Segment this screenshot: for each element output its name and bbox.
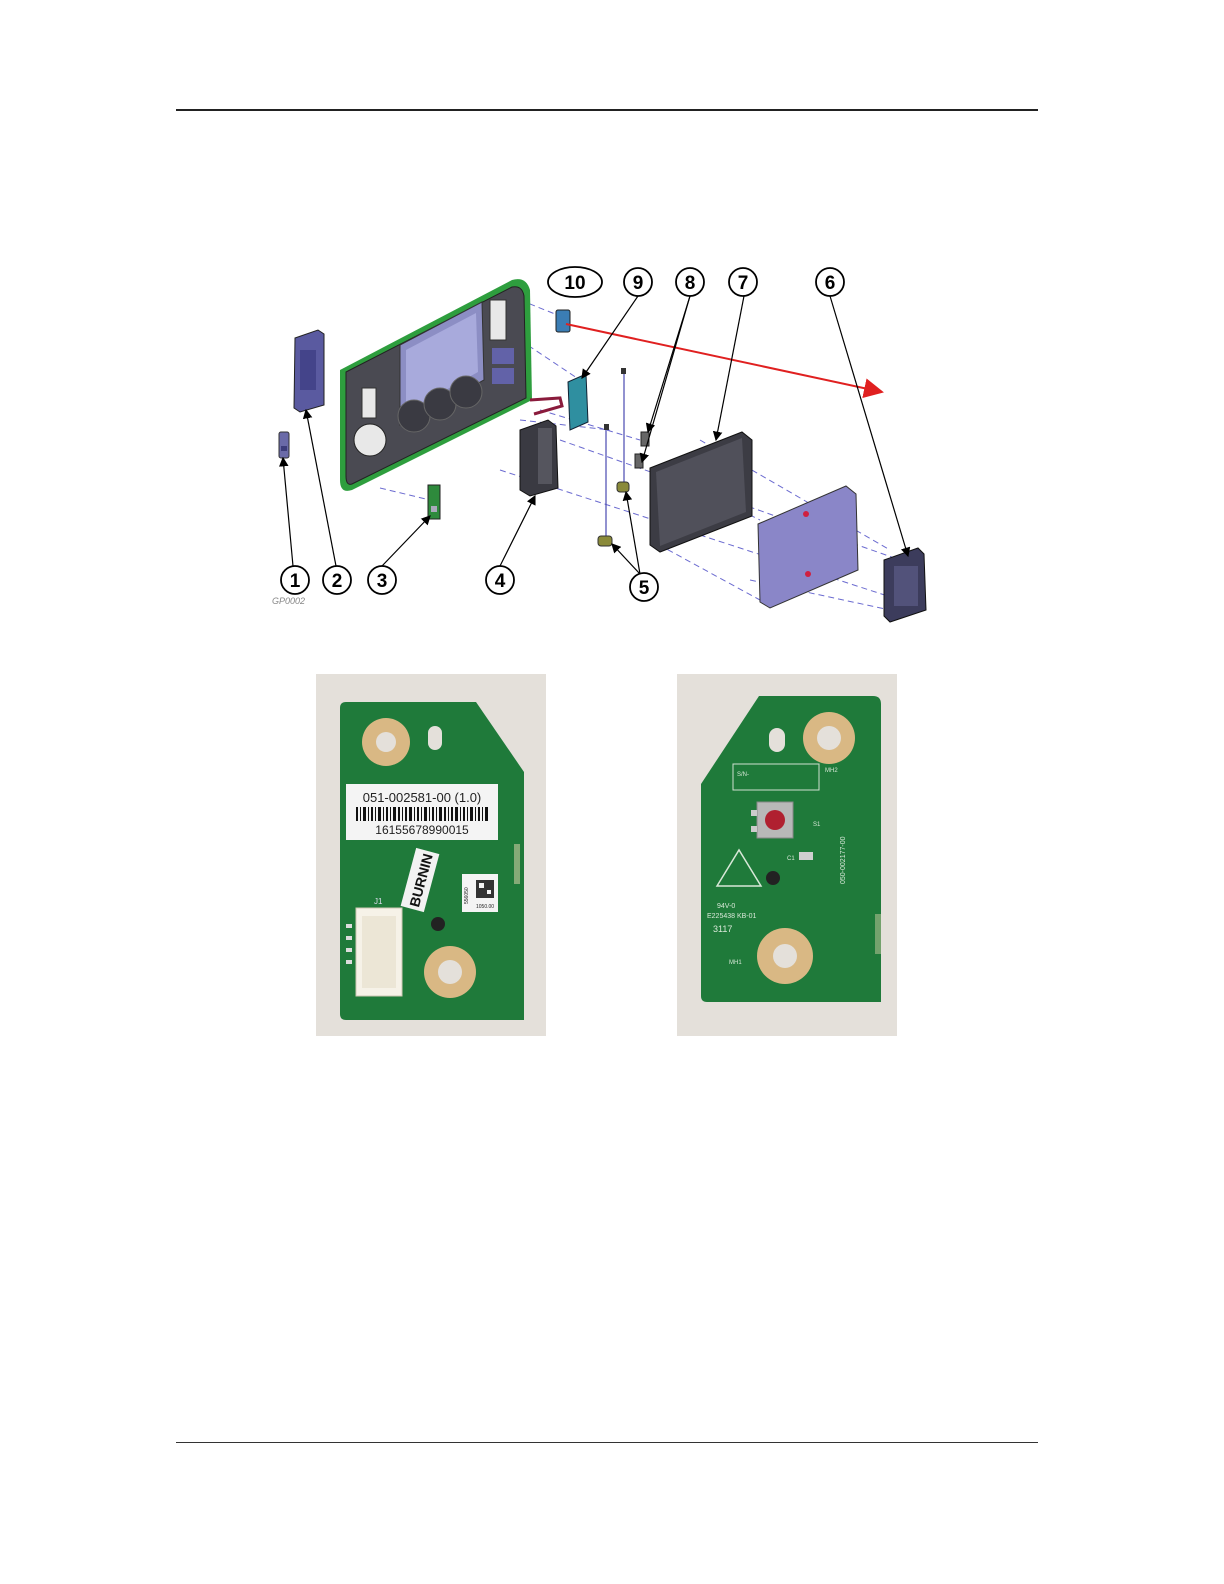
callout-10: 10 [548,267,602,297]
cap-c1 [799,852,813,860]
footer-rule [176,1442,1038,1443]
callout-4-label: 4 [495,571,506,592]
assembly-direction-arrow [566,324,882,392]
vertical-screw-guides [606,372,624,540]
qr-text-2: 1050.00 [476,904,494,910]
board-code: 050-002177-00 [840,836,847,884]
callout-9: 9 [624,268,652,296]
serial-box-label: S/N- [737,772,749,778]
part-1-small-board [279,432,289,458]
part-4-module [520,420,558,496]
part-9-board [568,374,588,430]
callout-1: 1 [281,566,309,594]
switch-ref: S1 [813,822,821,828]
pcb-back-illustration: S/N- MH2 S1 C1 050-002177-00 94V-0 E2254… [677,674,897,1036]
callout-8: 8 [676,268,704,296]
part-10-small-part [556,310,570,332]
callout-3: 3 [368,566,396,594]
mounting-plate [758,486,858,608]
date-code: 3117 [713,924,732,934]
qr-text-1: 556050 [464,887,470,904]
callout-10-label: 10 [564,273,585,294]
rating-text: 94V-0 [717,903,735,910]
callout-7-label: 7 [738,273,749,294]
callout-4: 4 [486,566,514,594]
callout-2: 2 [323,566,351,594]
mh1-label: MH1 [729,960,742,966]
callout-3-label: 3 [377,571,388,592]
part-2-bracket [294,330,324,412]
callout-6: 6 [816,268,844,296]
callout-7: 7 [729,268,757,296]
exploded-assembly-diagram: 1 2 3 4 5 6 7 8 9 10 GP0002 [0,0,1224,640]
callout-6-label: 6 [825,273,836,294]
callout-5-label: 5 [639,578,650,599]
ul-code: E225438 KB-01 [707,913,757,920]
mh2-label: MH2 [825,768,838,774]
pcb-front-illustration: 051-002581-00 (1.0) 16155678990015 BURNI… [316,674,546,1036]
label-serial: 16155678990015 [375,823,469,837]
pcb-back-photo: S/N- MH2 S1 C1 050-002177-00 94V-0 E2254… [677,674,897,1036]
callout-8-label: 8 [685,273,696,294]
callout-9-label: 9 [633,273,644,294]
label-part-number: 051-002581-00 (1.0) [363,790,482,805]
callout-5: 5 [630,573,658,601]
part-3-green-board [428,485,440,519]
connector-ref: J1 [374,897,383,906]
callout-2-label: 2 [332,571,343,592]
part-8-clips [635,432,649,468]
part-6-board [884,548,926,622]
pcb-front-photo: 051-002581-00 (1.0) 16155678990015 BURNI… [316,674,546,1036]
callout-1-label: 1 [290,571,301,592]
cap-ref: C1 [787,856,795,862]
figure-id: GP0002 [272,596,305,606]
part-7-panel [650,432,752,552]
